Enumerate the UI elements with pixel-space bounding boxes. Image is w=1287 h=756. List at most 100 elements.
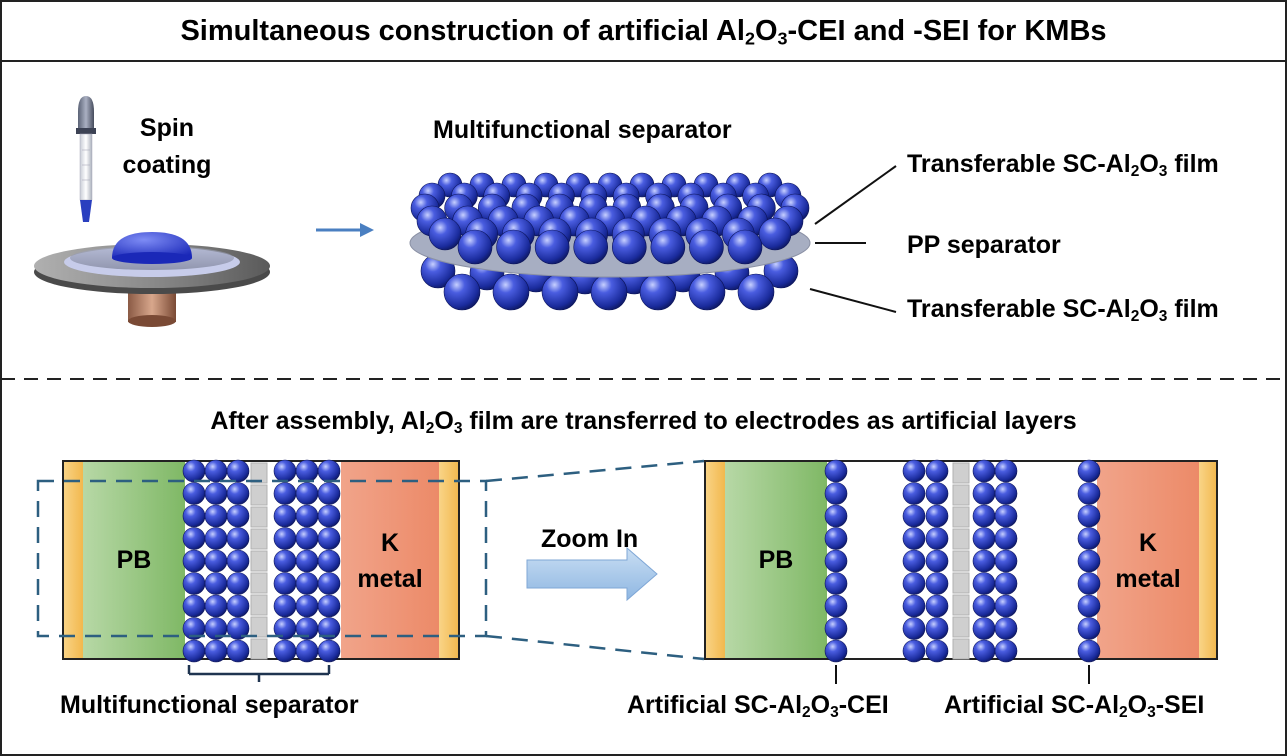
alumina-sphere — [824, 572, 848, 595]
alumina-sphere — [590, 273, 628, 311]
alumina-sphere — [204, 572, 228, 595]
alumina-sphere — [1077, 572, 1101, 595]
alumina-sphere — [824, 527, 848, 550]
alumina-sphere — [317, 549, 341, 573]
alumina-sphere — [925, 482, 949, 505]
sphere-columns-left — [182, 459, 341, 663]
spin-coating-label: Spin — [139, 114, 195, 142]
alumina-sphere — [273, 482, 297, 505]
sphere-columns-right — [824, 459, 1101, 663]
alumina-sphere — [972, 527, 996, 550]
alumina-sphere — [1077, 482, 1101, 505]
alumina-sphere — [317, 639, 341, 663]
alumina-sphere — [824, 549, 848, 573]
bottom-film-label: Transferable SC-Al2O3 film — [907, 295, 1219, 325]
upper-sphere-layer — [410, 172, 810, 265]
alumina-sphere — [226, 504, 250, 528]
pp-separator-segment — [250, 506, 268, 528]
pp-separator-segment — [952, 638, 970, 660]
alumina-sphere — [295, 639, 319, 663]
alumina-sphere — [226, 459, 250, 483]
alumina-sphere — [204, 504, 228, 528]
alumina-sphere — [295, 459, 319, 483]
alumina-sphere — [1077, 639, 1101, 663]
cell-right — [704, 460, 1218, 660]
alumina-sphere — [226, 572, 250, 595]
alumina-sphere — [226, 594, 250, 618]
alumina-sphere — [226, 527, 250, 550]
alumina-sphere — [994, 639, 1018, 663]
pp-separator-segment — [952, 572, 970, 594]
alumina-sphere — [902, 572, 926, 595]
alumina-sphere — [902, 504, 926, 528]
alumina-sphere — [994, 617, 1018, 640]
top-film-label: Transferable SC-Al2O3 film — [907, 150, 1219, 180]
cei-caption: Artificial SC-Al2O3-CEI — [627, 691, 889, 721]
pb-label-right: PB — [758, 546, 794, 574]
alumina-sphere — [824, 459, 848, 483]
sei-caption: Artificial SC-Al2O3-SEI — [944, 691, 1205, 721]
dropper-icon — [76, 96, 96, 222]
alumina-sphere — [182, 549, 206, 573]
alumina-sphere — [534, 229, 570, 265]
alumina-sphere — [182, 482, 206, 505]
alumina-sphere — [182, 594, 206, 618]
alumina-sphere — [902, 482, 926, 505]
alumina-sphere — [273, 459, 297, 483]
alumina-sphere — [994, 572, 1018, 595]
alumina-sphere — [688, 273, 726, 311]
alumina-sphere — [317, 482, 341, 505]
pp-separator-strip-right — [952, 462, 970, 660]
alumina-sphere — [972, 459, 996, 483]
alumina-sphere — [273, 504, 297, 528]
alumina-sphere — [204, 549, 228, 573]
alumina-sphere — [611, 229, 647, 265]
alumina-sphere — [273, 639, 297, 663]
alumina-sphere — [650, 229, 686, 265]
pp-separator-segment — [952, 462, 970, 484]
alumina-sphere — [925, 459, 949, 483]
alumina-sphere — [824, 617, 848, 640]
alumina-sphere — [1077, 617, 1101, 640]
alumina-sphere — [994, 527, 1018, 550]
alumina-sphere — [824, 482, 848, 505]
pp-separator-segment — [250, 572, 268, 594]
pp-separator-segment — [952, 550, 970, 572]
alumina-sphere — [182, 639, 206, 663]
alumina-sphere — [273, 527, 297, 550]
alumina-sphere — [727, 229, 763, 265]
callout-line-top-film — [814, 165, 897, 225]
alumina-sphere — [925, 594, 949, 618]
alumina-sphere — [689, 229, 724, 265]
spin-coating-label-2: coating — [122, 151, 212, 179]
zoom-selection-box — [36, 479, 488, 638]
alumina-sphere — [204, 639, 228, 663]
alumina-sphere — [758, 217, 792, 251]
alumina-sphere — [295, 504, 319, 528]
pp-separator-segment — [952, 506, 970, 528]
alumina-sphere — [994, 459, 1018, 483]
alumina-sphere — [994, 549, 1018, 573]
alumina-sphere — [182, 459, 206, 483]
separator-title: Multifunctional separator — [433, 116, 732, 144]
alumina-sphere — [1077, 459, 1101, 483]
alumina-sphere — [1077, 549, 1101, 573]
alumina-sphere — [317, 594, 341, 618]
alumina-sphere — [824, 594, 848, 618]
alumina-sphere — [182, 527, 206, 550]
alumina-sphere — [639, 273, 677, 311]
alumina-sphere — [428, 217, 462, 251]
alumina-sphere — [824, 639, 848, 663]
alumina-sphere — [902, 639, 926, 663]
pp-separator-segment — [250, 638, 268, 660]
alumina-sphere — [573, 229, 609, 265]
pp-separator-segment — [250, 550, 268, 572]
pp-separator-segment — [250, 462, 268, 484]
alumina-sphere — [204, 459, 228, 483]
pp-separator-segment — [250, 616, 268, 638]
alumina-sphere — [902, 617, 926, 640]
metal-label-right: metal — [1115, 565, 1181, 593]
alumina-sphere — [204, 482, 228, 505]
